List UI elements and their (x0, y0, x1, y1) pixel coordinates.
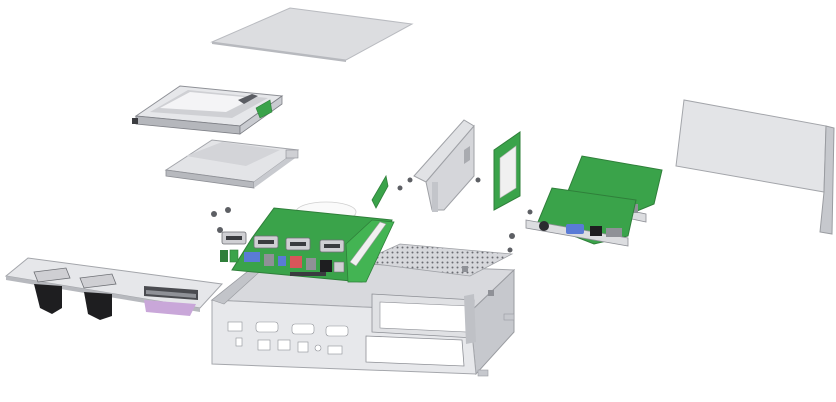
io-panel-plate (4, 257, 224, 320)
drive-tray (132, 85, 284, 135)
drive-bracket (164, 139, 300, 189)
expansion-card-lower (525, 187, 637, 247)
riser-board (371, 131, 521, 211)
top-cover-plate (210, 7, 414, 62)
mainboard (220, 201, 395, 283)
screws (211, 177, 533, 253)
side-cover (675, 99, 835, 235)
riser-bracket (413, 119, 475, 212)
